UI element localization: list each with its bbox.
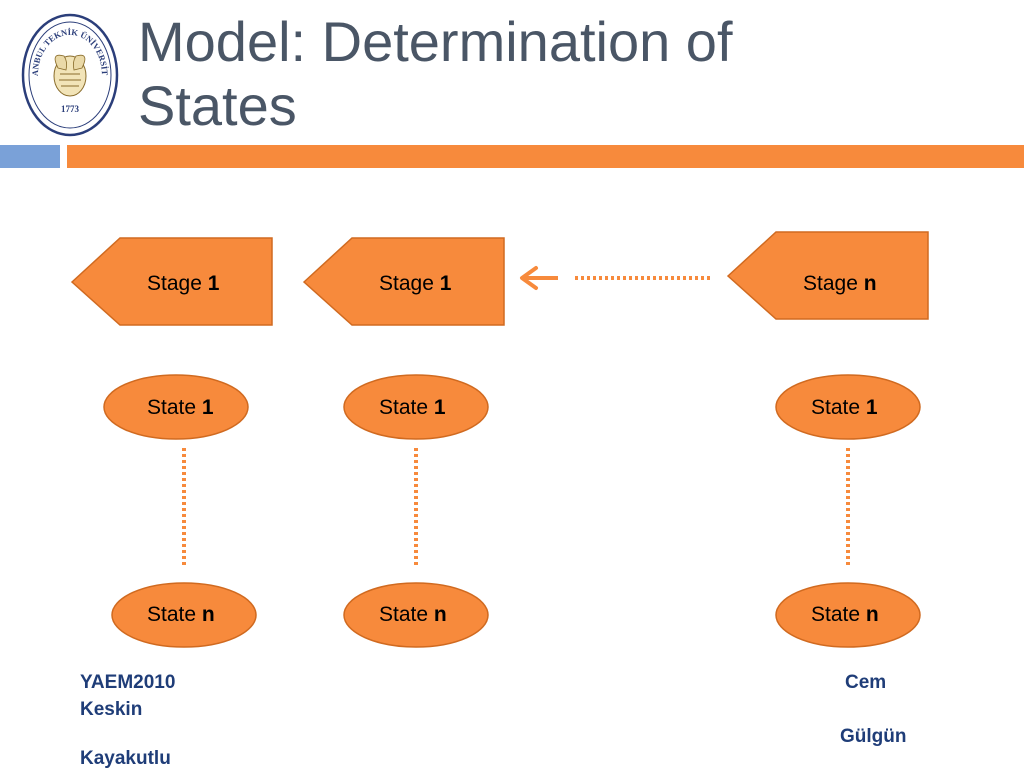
slide-title-line-2: States	[138, 74, 297, 137]
arrow-left-icon	[520, 266, 538, 290]
footer-conference: YAEM2010	[80, 672, 176, 693]
state-top-label-1: State 1	[147, 396, 214, 419]
stage-label-2: Stage 1	[379, 272, 452, 295]
footer-author-kayakutlu: Kayakutlu	[80, 748, 171, 768]
state-top-label-n: State 1	[811, 396, 878, 419]
state-bottom-label-2: State n	[379, 603, 447, 626]
footer-author-keskin: Keskin	[80, 699, 143, 720]
stage-shape-1	[70, 237, 273, 326]
seal-year: 1773	[61, 104, 80, 114]
stage-shape-2	[302, 237, 505, 326]
state-top-shape-n	[775, 374, 921, 440]
stage-label-1: Stage 1	[147, 272, 220, 295]
slide-title-line-1: Model: Determination of	[138, 10, 733, 73]
stage-label-n: Stage n	[803, 272, 877, 295]
state-top-label-2: State 1	[379, 396, 446, 419]
state-bottom-shape-2	[343, 582, 489, 648]
accent-bar-orange	[67, 145, 1024, 168]
state-bottom-shape-1	[111, 582, 257, 648]
footer-author-cem: Cem	[845, 672, 887, 693]
state-bottom-label-n: State n	[811, 603, 879, 626]
state-bottom-shape-n	[775, 582, 921, 648]
slide-title: Model: Determination of States	[138, 10, 998, 138]
state-top-shape-1	[103, 374, 249, 440]
stage-shape-n	[726, 231, 929, 320]
university-seal-logo: İSTANBUL TEKNİK ÜNİVERSİTESİ 1773	[20, 12, 119, 137]
state-top-shape-2	[343, 374, 489, 440]
footer-author-gulgun: Gülgün	[840, 726, 907, 747]
state-bottom-label-1: State n	[147, 603, 215, 626]
accent-bar-blue	[0, 145, 60, 168]
